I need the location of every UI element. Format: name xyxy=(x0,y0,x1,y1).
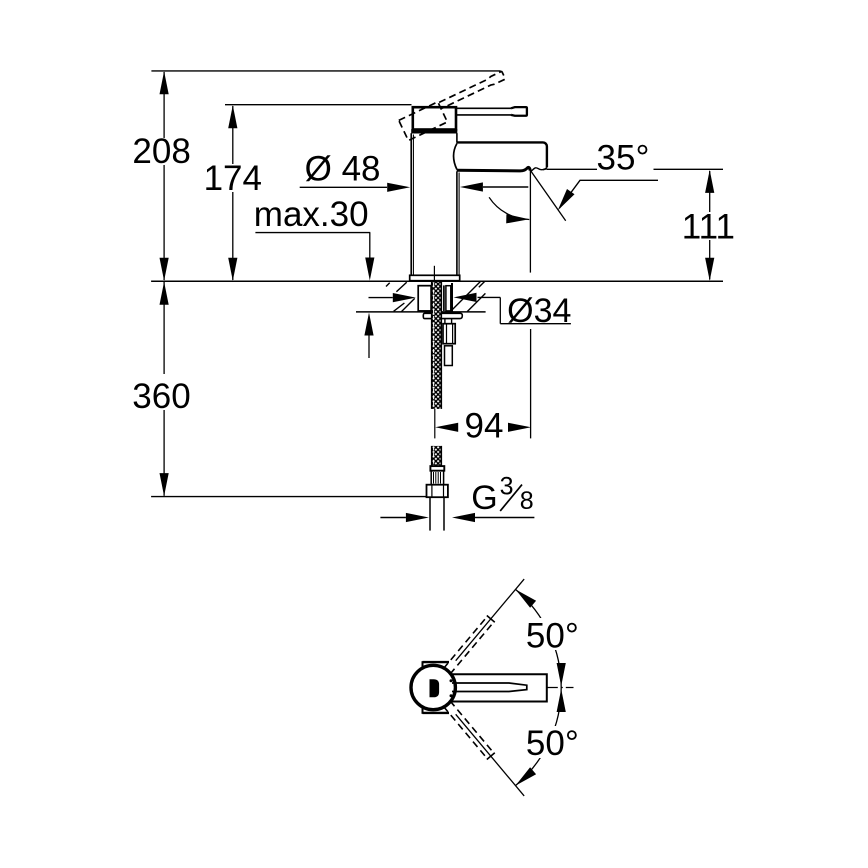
svg-text:max.30: max.30 xyxy=(254,195,369,234)
svg-text:50°: 50° xyxy=(526,724,579,763)
svg-text:8: 8 xyxy=(520,487,534,515)
svg-text:111: 111 xyxy=(682,208,735,247)
svg-text:Ø34: Ø34 xyxy=(507,292,571,330)
svg-text:208: 208 xyxy=(132,132,190,171)
svg-text:35°: 35° xyxy=(597,139,650,178)
svg-text:Ø 48: Ø 48 xyxy=(305,149,381,188)
svg-text:174: 174 xyxy=(204,159,262,198)
svg-text:360: 360 xyxy=(132,377,190,416)
svg-text:50°: 50° xyxy=(526,616,579,655)
svg-text:94: 94 xyxy=(465,407,504,446)
svg-text:G: G xyxy=(471,479,497,517)
svg-text:3: 3 xyxy=(500,473,514,501)
